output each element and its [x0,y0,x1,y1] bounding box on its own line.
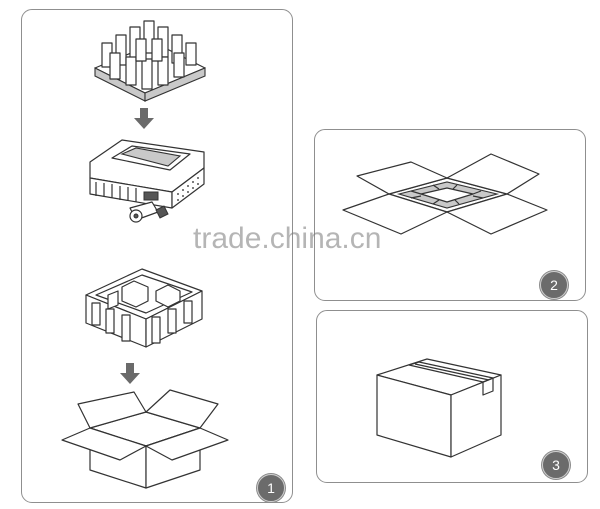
step-2-panel: 2 [314,129,586,301]
floodlight-illustration [89,139,205,223]
box-with-tray-illustration [342,153,548,235]
open-box-illustration [61,389,229,489]
step-number-badge: 1 [257,474,285,502]
down-arrow-icon [120,363,140,384]
pulp-tray-top-illustration [94,20,206,102]
down-arrow-icon [134,108,154,129]
sealed-box-illustration [376,358,502,458]
step-1-panel: 1 [21,9,293,503]
pulp-tray-bottom-illustration [85,268,203,348]
step-number-badge: 2 [540,271,568,299]
step-number-badge: 3 [542,451,570,479]
step-3-panel: 3 [316,310,588,483]
